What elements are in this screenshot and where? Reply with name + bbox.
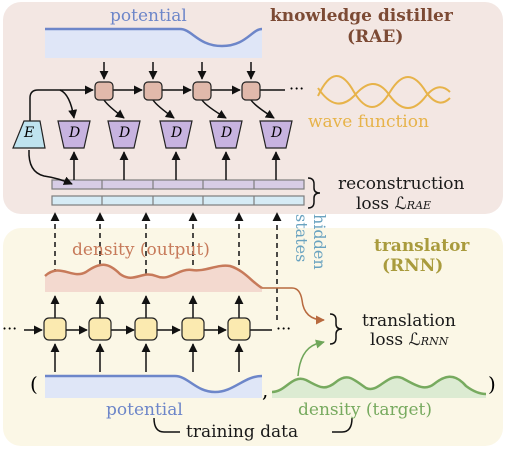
rae-potential-curve [45,27,263,58]
reconstruction-loss-line2: loss ℒRAE [356,196,431,213]
encoder-to-bars-arrow [28,149,73,185]
reconstruction-loss-text: loss ℒ [356,194,407,214]
rnn-ellipsis-left: ··· [2,319,17,338]
encoder-letter: E [24,125,35,141]
wave-function-curve [317,75,451,109]
density-output-label: density (output) [72,240,210,260]
hidden-states-line2: states [292,214,311,263]
translation-loss-line2: loss ℒRNN [370,332,448,349]
target-to-loss-arrow [297,339,325,377]
node-to-decoder-arrows [59,89,275,119]
decoder-letter-1: D [69,125,81,141]
training-potential-curve [45,374,263,398]
rae-chain-arrows [29,85,285,121]
rnn-node-up-arrows [50,295,244,318]
reconstruction-loss-subscript: RAE [406,199,432,212]
rnn-ellipsis-right: ··· [276,319,291,338]
training-data-label: training data [186,422,299,442]
hidden-state-bars [51,179,305,206]
rae-potential-label: potential [110,6,187,26]
rnn-nodes [43,317,251,341]
rnn-title-line1: translator [374,236,470,256]
decoder-letter-5: D [271,125,283,141]
reconstruction-loss-brace [307,177,321,209]
decoder-letter-4: D [221,125,233,141]
close-paren: ) [488,372,496,396]
encoder-block [12,120,46,149]
open-paren: ( [30,372,38,396]
rae-title-line1: knowledge distiller [270,6,453,26]
wave-function-label: wave function [308,112,429,132]
translation-loss-brace [329,313,343,345]
decoder-letter-2: D [119,125,131,141]
training-potential-label: potential [106,400,183,420]
density-target-label: density (target) [298,400,433,420]
rae-title-line2: (RAE) [347,27,404,47]
tuple-comma: , [262,378,269,402]
decoder-letter-3: D [171,125,183,141]
input-to-rnn-arrows [50,343,244,372]
rae-nodes [94,81,261,101]
decoder-blocks [57,120,293,149]
rae-ellipsis: ··· [289,79,304,98]
translation-loss-line1: translation [362,311,456,331]
translation-loss-subscript: RNN [420,335,449,348]
output-to-loss-arrow [262,287,325,325]
translation-loss-text: loss ℒ [370,330,421,350]
reconstruction-loss-line1: reconstruction [338,174,465,194]
training-data-bracket [153,417,353,433]
potential-to-node-arrows [99,62,256,80]
hidden-states-line1: hidden [310,214,329,270]
hidden-to-decoder-arrows [69,151,281,180]
rnn-title-line2: (RNN) [382,256,444,276]
density-target-curve [271,375,487,398]
density-output-curve [44,263,263,292]
